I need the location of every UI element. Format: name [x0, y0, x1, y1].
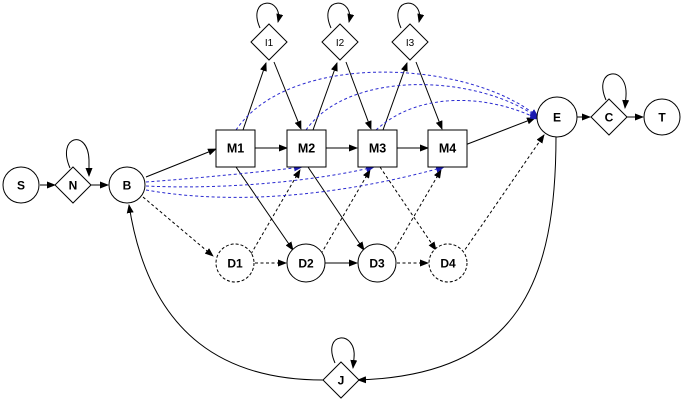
node-i1-label: I1	[265, 38, 274, 49]
node-m3: M3	[357, 129, 398, 168]
edge-m1-e-blue	[235, 71, 539, 131]
edge-d4-e	[461, 134, 545, 255]
node-e: E	[536, 96, 578, 138]
edge-d2-m3	[320, 169, 371, 255]
node-d1-label: D1	[227, 257, 243, 271]
node-m2-label: M2	[298, 142, 315, 156]
node-c-label: C	[605, 111, 614, 125]
node-i2: I2	[321, 23, 359, 61]
edge-m2-d3	[307, 166, 365, 251]
node-t-label: T	[658, 111, 666, 125]
node-i2-label: I2	[336, 38, 345, 49]
node-j: J	[322, 361, 360, 399]
edge-i1-m2	[273, 61, 302, 130]
node-m1: M1	[215, 129, 256, 168]
node-b: B	[108, 166, 146, 204]
edge-b-m3-blue	[145, 165, 375, 188]
node-i1: I1	[250, 23, 288, 61]
edge-i1-loop	[256, 2, 284, 29]
edges	[40, 2, 644, 384]
edge-d3-m4	[391, 169, 442, 255]
node-m4-label: M4	[439, 142, 456, 156]
node-j-label: J	[338, 374, 345, 388]
edge-m3-e-blue	[375, 100, 539, 131]
edge-d1-m2	[250, 169, 301, 255]
node-e-label: E	[553, 111, 561, 125]
node-d1: D1	[215, 243, 255, 283]
edge-m3-d4	[379, 166, 437, 251]
edge-m3-i3	[382, 62, 408, 131]
node-n: N	[54, 166, 92, 204]
edge-b-m1	[145, 148, 217, 178]
edge-j-b	[126, 204, 324, 381]
node-c: C	[590, 98, 628, 136]
node-m1-label: M1	[227, 142, 244, 156]
edge-b-m2-blue	[145, 164, 303, 183]
edge-b-m4-blue	[145, 165, 445, 198]
edge-c-loop	[602, 73, 630, 109]
edge-e-j	[357, 135, 557, 384]
node-t: T	[643, 98, 681, 136]
node-i3: I3	[391, 23, 429, 61]
node-d2: D2	[286, 243, 326, 283]
node-d3-label: D3	[369, 257, 385, 271]
node-s-label: S	[17, 179, 25, 193]
edge-i2-loop	[327, 2, 355, 29]
node-m3-label: M3	[369, 142, 386, 156]
node-b-label: B	[123, 179, 132, 193]
node-m4: M4	[427, 129, 468, 168]
edge-i3-loop	[397, 2, 425, 29]
edge-n-loop	[66, 139, 93, 177]
edge-m1-d2	[235, 166, 294, 251]
edge-m4-e	[464, 117, 536, 146]
edge-i3-m4	[415, 61, 443, 130]
edge-m1-i1	[242, 62, 267, 131]
edge-b-d1	[142, 196, 214, 257]
edge-j-loop	[331, 337, 358, 369]
node-n-label: N	[69, 179, 78, 193]
node-m2: M2	[286, 129, 327, 168]
node-d4: D4	[428, 243, 468, 283]
node-d3: D3	[357, 243, 397, 283]
edge-i2-m3	[345, 61, 372, 130]
node-d2-label: D2	[298, 257, 314, 271]
edge-m2-e-blue	[305, 84, 539, 131]
node-i3-label: I3	[406, 38, 415, 49]
node-s: S	[2, 166, 40, 204]
edge-m2-i2	[312, 62, 338, 131]
node-d4-label: D4	[440, 257, 456, 271]
